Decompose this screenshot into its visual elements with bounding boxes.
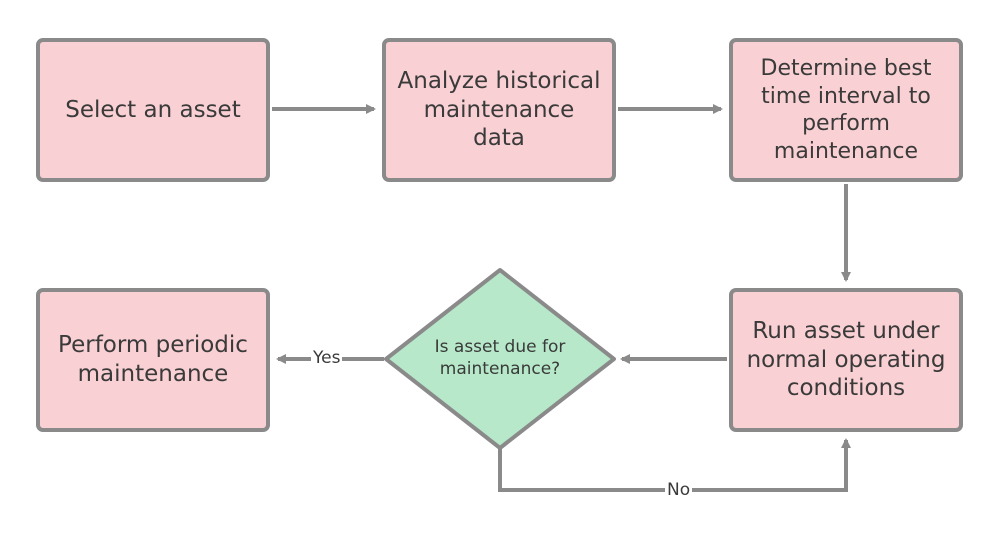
process-analyze-data: Analyze historical maintenance data (382, 38, 616, 182)
process-determine-interval-label: Determine best time interval to perform … (760, 56, 932, 164)
decision-label: Is asset due for maintenance? (434, 336, 566, 379)
process-determine-interval: Determine best time interval to perform … (729, 38, 963, 182)
process-analyze-data-label: Analyze historical maintenance data (397, 67, 601, 152)
process-run-asset: Run asset under normal operating conditi… (729, 288, 963, 432)
process-select-asset: Select an asset (36, 38, 270, 182)
process-perform-maintenance-label: Perform periodic maintenance (58, 332, 248, 387)
process-perform-maintenance: Perform periodic maintenance (36, 288, 270, 432)
edge-label-yes: Yes (311, 348, 343, 368)
process-run-asset-label: Run asset under normal operating conditi… (746, 317, 946, 402)
edge-label-no: No (665, 480, 693, 500)
decision-diamond (384, 268, 616, 450)
process-select-asset-label: Select an asset (65, 96, 241, 123)
